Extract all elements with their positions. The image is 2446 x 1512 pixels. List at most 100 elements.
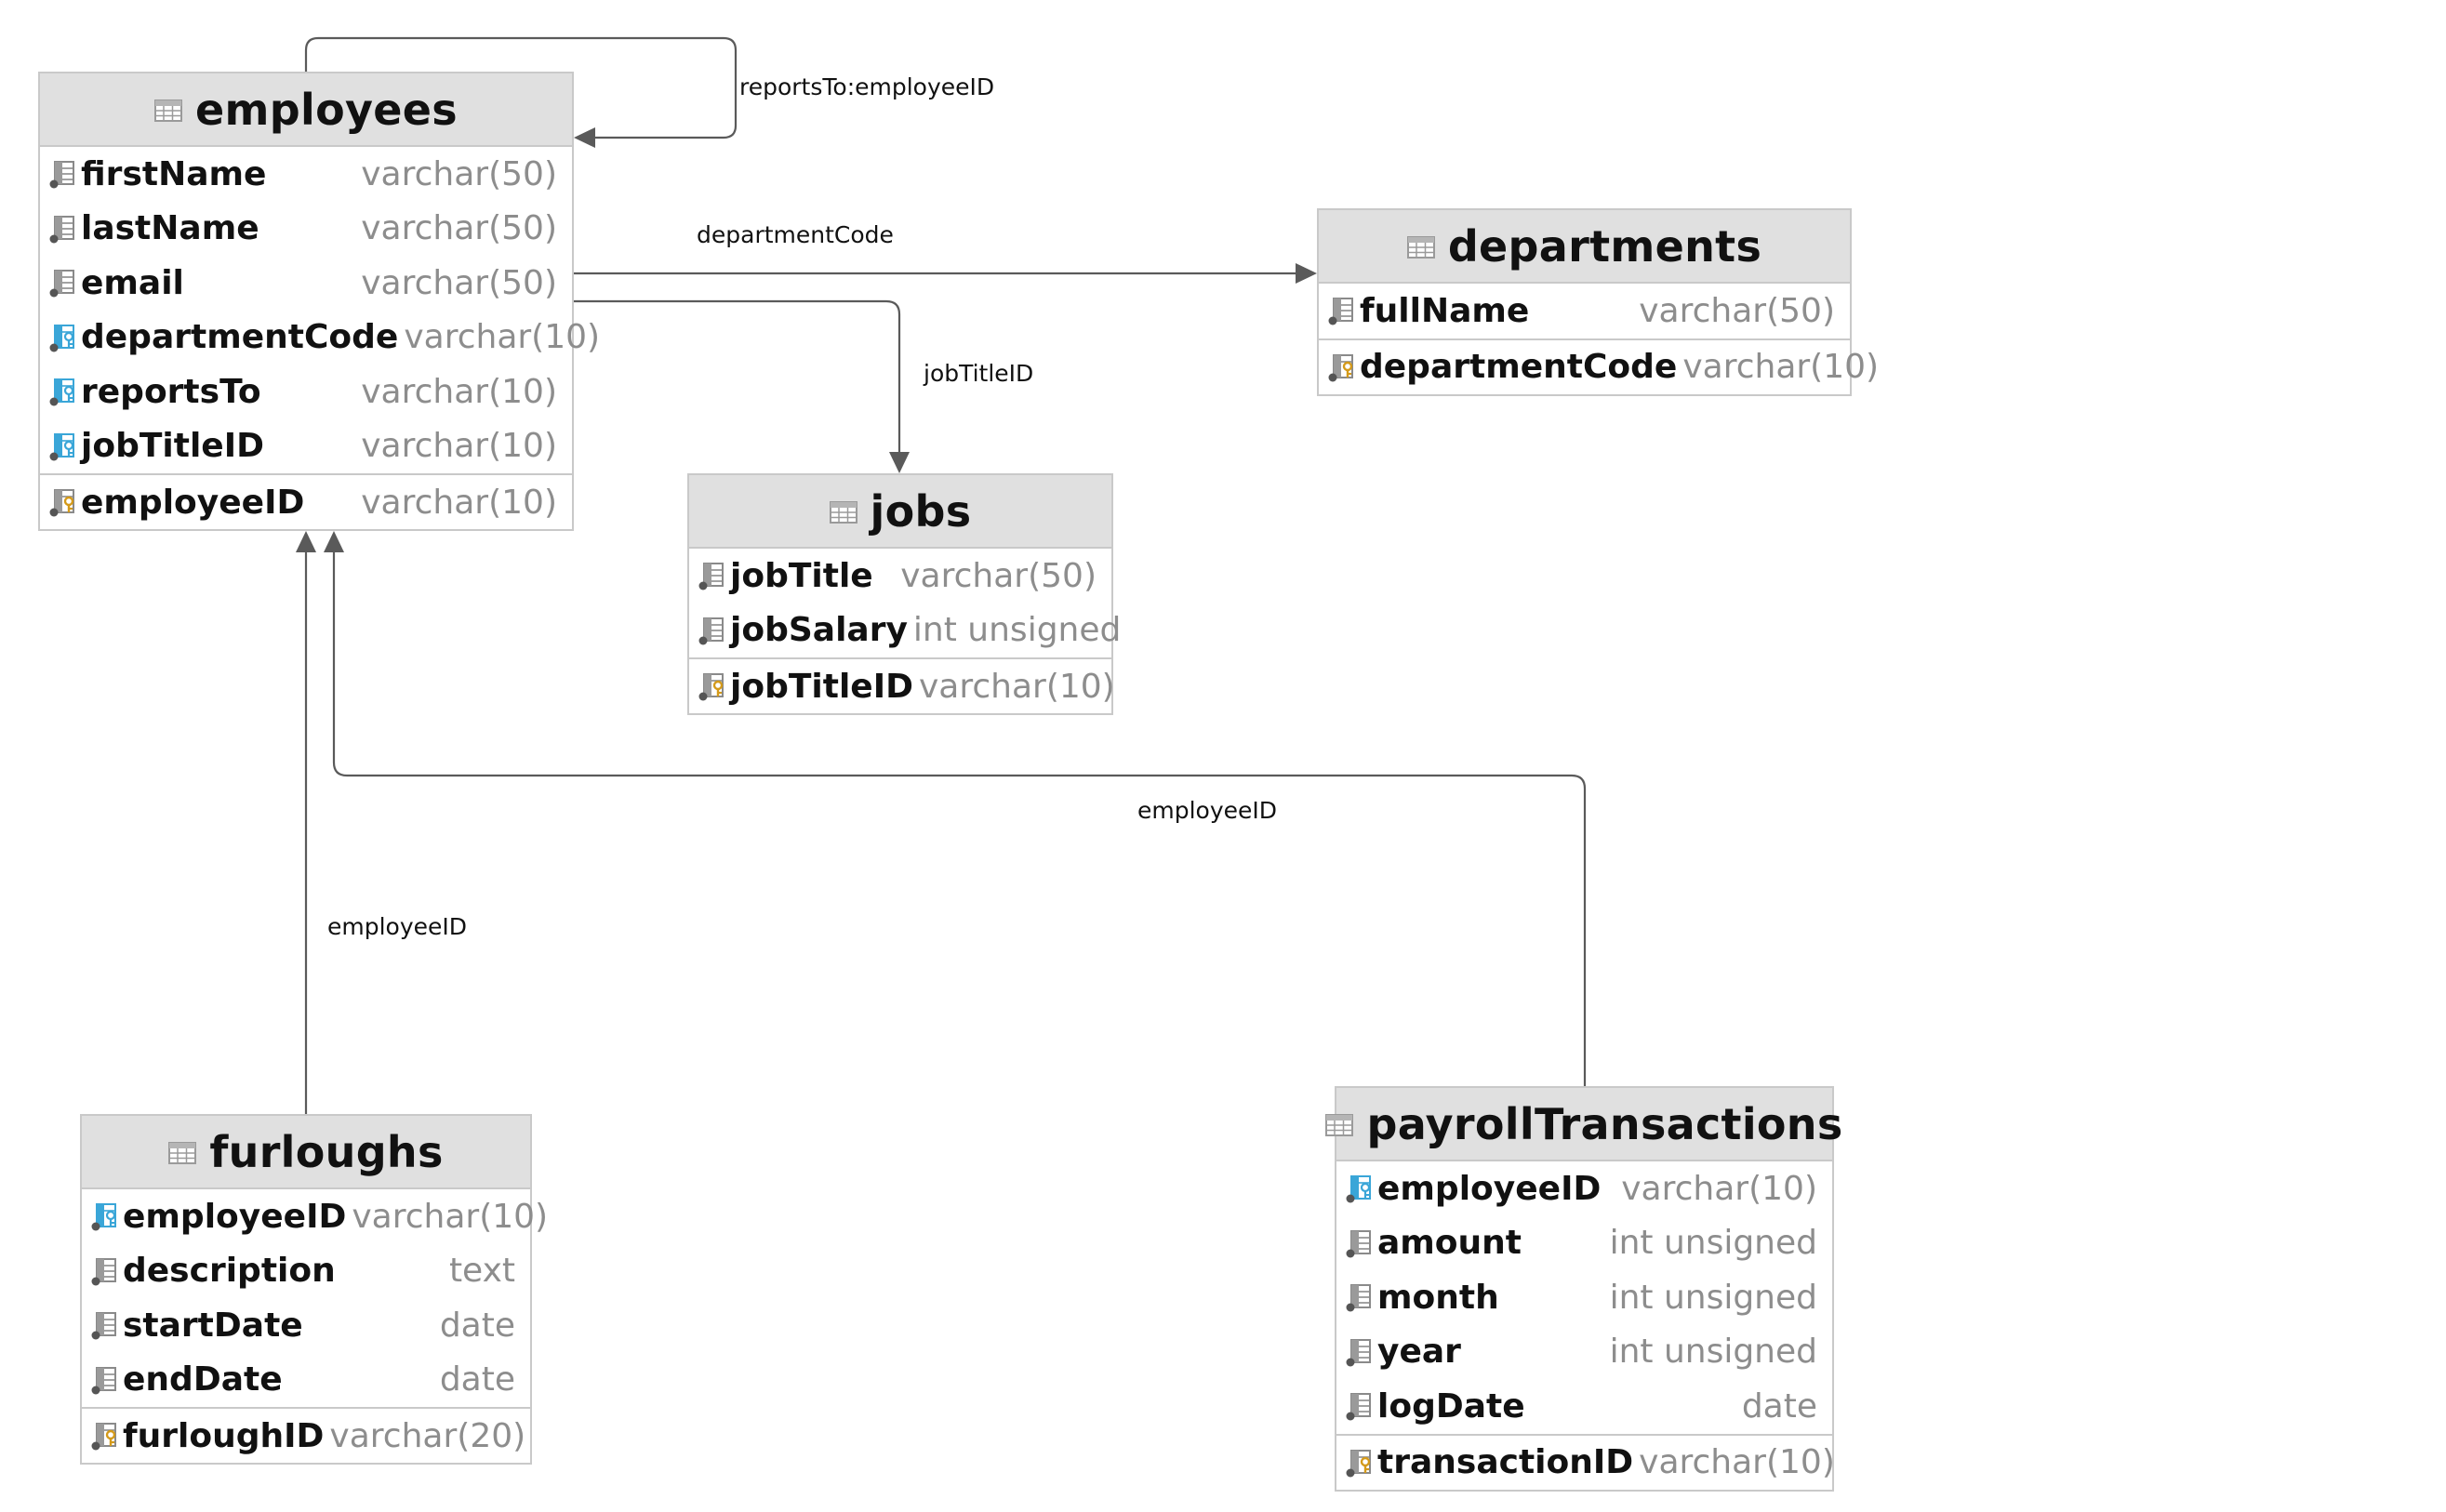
column-name: description [123, 1252, 336, 1291]
primary-key-icon [698, 671, 730, 701]
table-header[interactable]: jobs [689, 475, 1111, 549]
column-type: date [439, 1360, 515, 1399]
primary-key-icon [1328, 352, 1360, 382]
column-name: employeeID [81, 483, 305, 522]
column-name: employeeID [1377, 1169, 1602, 1208]
foreign-key-icon [91, 1201, 123, 1231]
column-name: jobTitleID [730, 667, 913, 706]
table-icon [168, 1141, 209, 1164]
table-header[interactable]: payrollTransactions [1325, 1088, 1842, 1161]
column-row[interactable]: jobTitle varchar(50) [689, 549, 1111, 603]
table-header[interactable]: employees [40, 73, 572, 147]
table-icon [1406, 235, 1448, 259]
table-name: jobs [870, 485, 972, 537]
primary-key-icon [1346, 1448, 1377, 1478]
foreign-key-icon [1346, 1174, 1377, 1203]
column-type: varchar(50) [900, 556, 1097, 595]
column-type: int unsigned [1609, 1333, 1817, 1372]
arrowhead-furlough-employee [296, 531, 316, 552]
column-type: varchar(50) [361, 209, 557, 248]
column-icon [1346, 1228, 1377, 1258]
column-row[interactable]: amount int unsigned [1336, 1216, 1832, 1271]
foreign-key-icon [49, 431, 81, 461]
arrowhead-payroll-employee [324, 531, 344, 552]
column-row[interactable]: year int unsigned [1336, 1325, 1832, 1380]
table-header[interactable]: departments [1319, 210, 1850, 284]
column-type: int unsigned [912, 611, 1122, 650]
arrowhead-department-code [1296, 263, 1317, 284]
table-name: furloughs [209, 1126, 444, 1177]
column-name: furloughID [123, 1416, 325, 1455]
table-icon [154, 99, 195, 122]
foreign-key-icon [49, 323, 81, 352]
edge-label-payroll-employee: employeeID [1137, 797, 1277, 824]
column-type: int unsigned [1609, 1278, 1817, 1317]
column-type: int unsigned [1609, 1224, 1817, 1263]
primary-key-icon [91, 1421, 123, 1451]
column-row[interactable]: employeeID varchar(10) [1336, 1161, 1832, 1216]
column-name: jobTitle [730, 556, 873, 595]
arrowhead-reports-to [574, 127, 595, 148]
primary-key-icon [49, 487, 81, 517]
column-type: varchar(10) [1639, 1443, 1835, 1481]
edge-label-job-title: jobTitleID [923, 360, 1033, 387]
column-name: employeeID [123, 1197, 347, 1236]
column-name: fullName [1360, 291, 1530, 330]
column-icon [91, 1365, 123, 1395]
column-icon [1328, 296, 1360, 325]
column-name: amount [1377, 1224, 1522, 1263]
column-icon [1346, 1391, 1377, 1421]
edge-payroll-employee[interactable] [332, 550, 1587, 1086]
column-type: date [439, 1306, 515, 1345]
column-icon [49, 214, 81, 244]
column-type: varchar(10) [1682, 348, 1880, 386]
column-row[interactable]: startDate date [82, 1298, 530, 1353]
column-type: varchar(10) [918, 667, 1115, 706]
column-icon [91, 1310, 123, 1340]
edge-label-furlough-employee: employeeID [327, 913, 467, 940]
column-type: varchar(10) [404, 318, 601, 357]
column-type: varchar(10) [352, 1197, 549, 1236]
column-type: varchar(50) [1639, 291, 1835, 330]
column-name: reportsTo [81, 372, 261, 411]
column-icon [698, 561, 730, 590]
table-icon [1325, 1113, 1366, 1136]
table-header[interactable]: furloughs [82, 1116, 530, 1189]
column-name: departmentCode [81, 318, 399, 357]
table-payroll-transactions[interactable]: payrollTransactions employeeID varchar(10)… [1325, 1086, 1842, 1492]
column-name: year [1377, 1333, 1461, 1372]
edge-reports-to[interactable] [304, 36, 738, 139]
edge-job-title[interactable] [574, 299, 901, 454]
column-type: varchar(10) [361, 483, 557, 522]
table-icon [829, 500, 871, 524]
table-departments[interactable]: departments fullName varchar(50) department… [1317, 208, 1879, 396]
arrowhead-job-title [889, 452, 910, 473]
column-type: varchar(20) [329, 1416, 526, 1455]
column-type: date [1741, 1386, 1817, 1426]
column-row[interactable]: fullName varchar(50) [1319, 284, 1850, 338]
column-name: startDate [123, 1306, 303, 1345]
column-icon [91, 1256, 123, 1286]
column-type: varchar(10) [1621, 1169, 1817, 1208]
primary-key-row[interactable]: employeeID varchar(10) [40, 473, 572, 529]
